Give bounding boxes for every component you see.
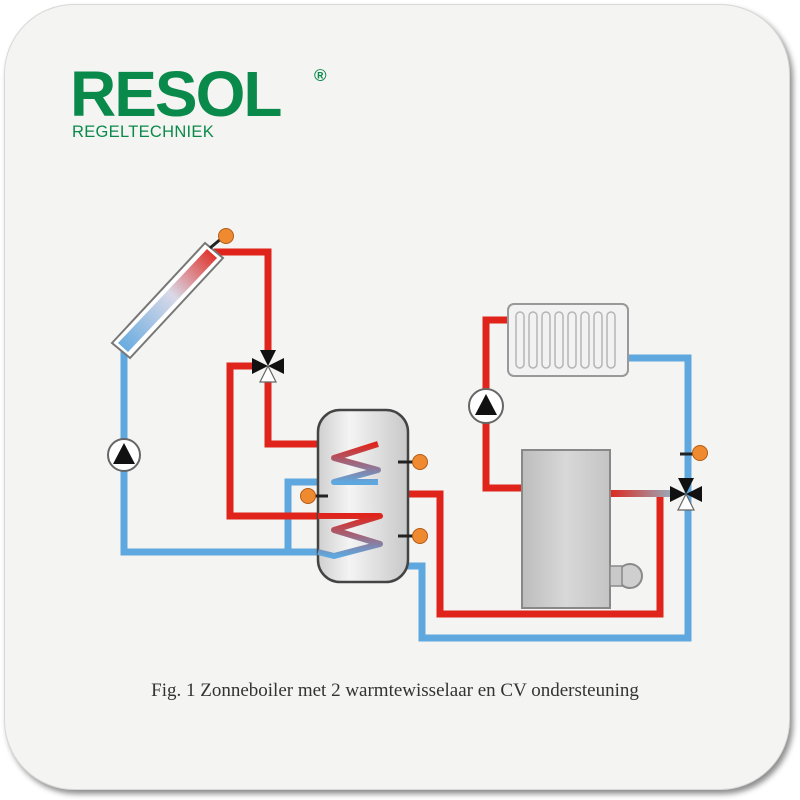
- upper-heat-exchanger-icon: [331, 441, 381, 485]
- card-background: [4, 4, 790, 790]
- collector-sensor-icon: [218, 228, 234, 244]
- tank-to-boiler-pipe: [406, 490, 664, 618]
- return-sensor-icon: [692, 445, 708, 461]
- resol-logo: RESOL ® REGELTECHNIEK: [70, 58, 327, 142]
- lower-heat-exchanger-icon: [317, 513, 383, 559]
- three-way-valve-heating-icon: [670, 478, 702, 511]
- solar-pump-icon: [107, 438, 141, 472]
- radiator-icon: [507, 303, 629, 377]
- tank-sensor-upper-icon: [412, 454, 428, 470]
- tank-sensor-lower-icon: [412, 528, 428, 544]
- lower-coil-flow-pipe: [226, 362, 318, 520]
- figure-caption: Fig. 1 Zonneboiler met 2 warmtewisselaar…: [151, 680, 639, 701]
- cv-boiler: [521, 449, 643, 609]
- boiler-outlet-pipe: [608, 490, 670, 497]
- tank-sensor-middle-icon: [300, 488, 316, 504]
- solar-collector: [110, 241, 225, 360]
- solar-flow-pipe: [214, 248, 272, 352]
- logo-registered-mark: ®: [314, 66, 327, 85]
- heating-pump-icon: [468, 388, 504, 424]
- logo-subtitle: REGELTECHNIEK: [72, 123, 215, 141]
- heating-return-pipe: [406, 354, 692, 642]
- logo-brand: RESOL: [70, 58, 282, 130]
- three-way-valve-solar-icon: [252, 350, 284, 383]
- solar-return-pipe: [120, 350, 318, 556]
